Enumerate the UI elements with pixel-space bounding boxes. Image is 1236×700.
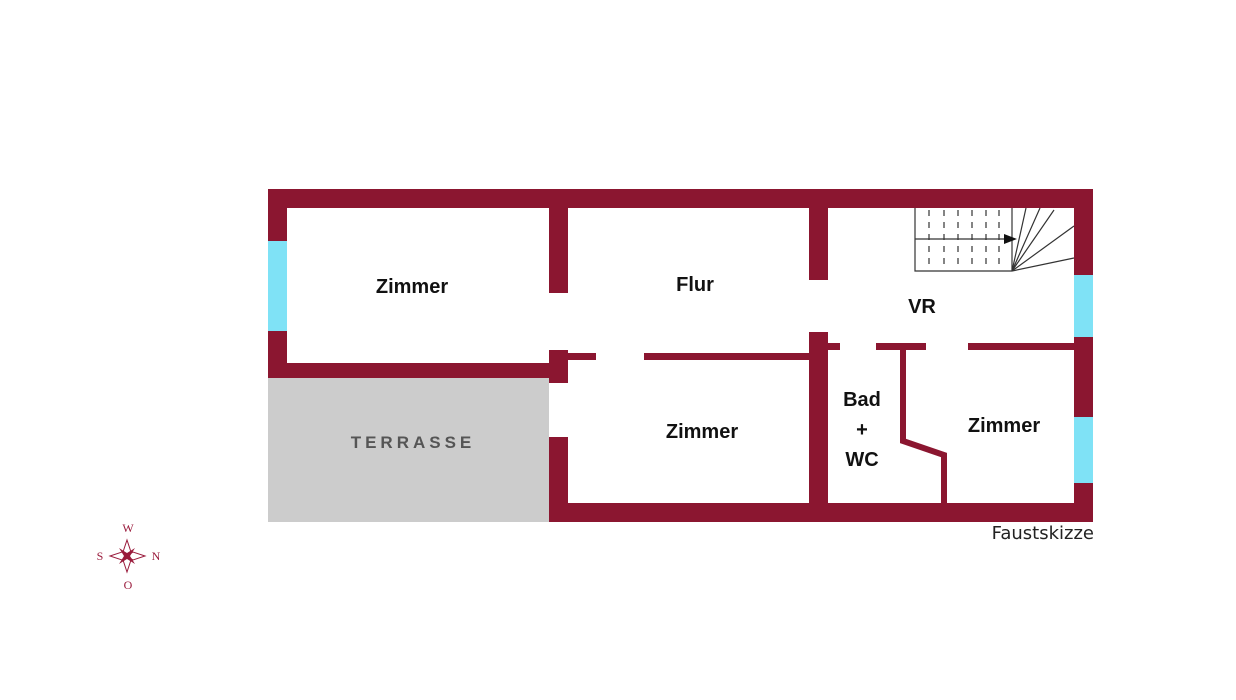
window-east-lower (1074, 417, 1093, 483)
stair-winders (1011, 207, 1075, 272)
compass-label-right: N (152, 549, 161, 563)
outer-wall-north (268, 189, 1093, 208)
compass-center-star (119, 548, 135, 564)
wall-bad-west (809, 332, 828, 522)
room-label-zimmer-middle: Zimmer (666, 421, 738, 443)
windows (268, 241, 1093, 483)
room-labels: Zimmer Flur VR Zimmer Bad + WC Zimmer (376, 274, 1040, 471)
stair-treads (928, 210, 1000, 270)
room-label-zimmer-east: Zimmer (968, 415, 1040, 437)
room-label-bad: Bad (843, 389, 881, 411)
room-label-vr: VR (908, 296, 936, 318)
compass-rose-icon: W O S N (97, 521, 161, 592)
compass-label-left: S (97, 549, 104, 563)
wall-vr-stub (828, 343, 840, 350)
window-east-upper (1074, 275, 1093, 337)
terrace: TERRASSE (268, 378, 549, 522)
wall-vr-mid (876, 343, 926, 350)
stair-outline (914, 208, 1012, 272)
wall-bad-zimmer-diagonal (900, 348, 947, 503)
staircase-icon (914, 207, 1075, 272)
terrace-label: TERRASSE (351, 433, 476, 452)
wall-flur-south (644, 353, 828, 360)
wall-zimmer-flur-upper (549, 189, 568, 293)
wall-vr-east (968, 343, 1074, 350)
room-label-wc: WC (845, 449, 878, 471)
wall-flur-vr-upper (809, 189, 828, 280)
wall-west-room-south (268, 363, 568, 378)
wall-zimmer-flur-stub (549, 350, 568, 383)
compass-label-bottom: O (124, 578, 133, 592)
room-label-flur: Flur (676, 274, 714, 296)
room-label-plus: + (856, 419, 868, 441)
window-west (268, 241, 287, 331)
wall-terrace-east (549, 437, 568, 522)
room-label-zimmer-west: Zimmer (376, 276, 448, 298)
walls (268, 189, 1093, 522)
compass-label-top: W (122, 521, 134, 535)
terrace-area (268, 378, 549, 522)
stair-arrow-icon (1004, 234, 1017, 244)
wall-flur-stub-left (568, 353, 596, 360)
sketch-note: Faustskizze (992, 523, 1094, 544)
